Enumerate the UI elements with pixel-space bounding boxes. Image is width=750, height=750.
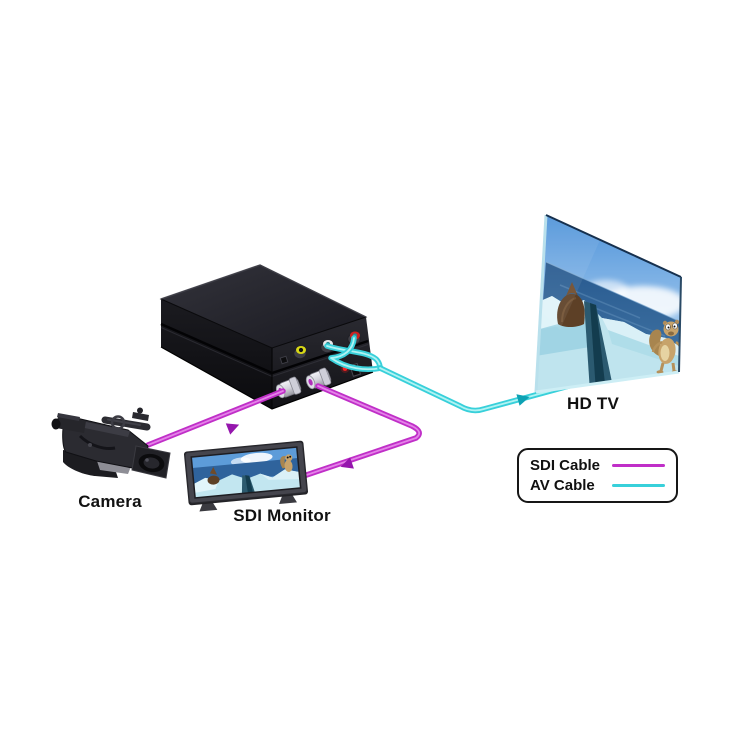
tv-screen <box>536 215 681 392</box>
monitor-screen <box>191 447 301 498</box>
camera-label: Camera <box>78 492 142 511</box>
sdi-cable-camera-to-box <box>145 388 286 448</box>
box-left-face <box>161 299 272 409</box>
sdi-cable-swatch <box>612 463 665 467</box>
legend-label-av-cable: AV Cable <box>530 477 595 495</box>
tv-squirrel-figure <box>649 319 681 374</box>
sdi-monitor-label: SDI Monitor <box>233 506 331 525</box>
box-top-edge-highlight <box>160 264 367 318</box>
av-cable-swatch <box>612 484 665 488</box>
flow-arrow-to-box <box>225 423 240 435</box>
sdi-cable-box-to-monitor <box>265 383 422 491</box>
tv-bottom-edge <box>535 370 680 394</box>
monitor-foot <box>199 502 218 512</box>
legend-label-sdi-cable: SDI Cable <box>530 456 601 474</box>
rca-jack-yellow <box>293 346 307 360</box>
legend-row-sdi-cable: SDI Cable <box>530 457 665 474</box>
box-port <box>279 355 289 365</box>
cable-legend: SDI Cable AV Cable <box>517 448 678 503</box>
bnc-connector-2 <box>305 367 332 390</box>
hd-tv-illustration <box>534 214 682 394</box>
monitor-foot <box>279 494 297 505</box>
hd-tv-label: HD TV <box>567 394 619 413</box>
tv-seal-figure <box>557 282 585 327</box>
cables <box>145 335 605 491</box>
av-cable-box-to-tv <box>324 335 605 414</box>
camera-illustration <box>51 407 171 479</box>
tv-left-edge <box>534 214 548 393</box>
legend-row-av-cable: AV Cable <box>530 477 665 494</box>
sdi-monitor-illustration <box>183 440 309 512</box>
flow-arrow-to-tv <box>516 394 530 406</box>
flow-arrow-to-monitor <box>340 457 354 469</box>
converter-box-illustration <box>159 264 374 410</box>
